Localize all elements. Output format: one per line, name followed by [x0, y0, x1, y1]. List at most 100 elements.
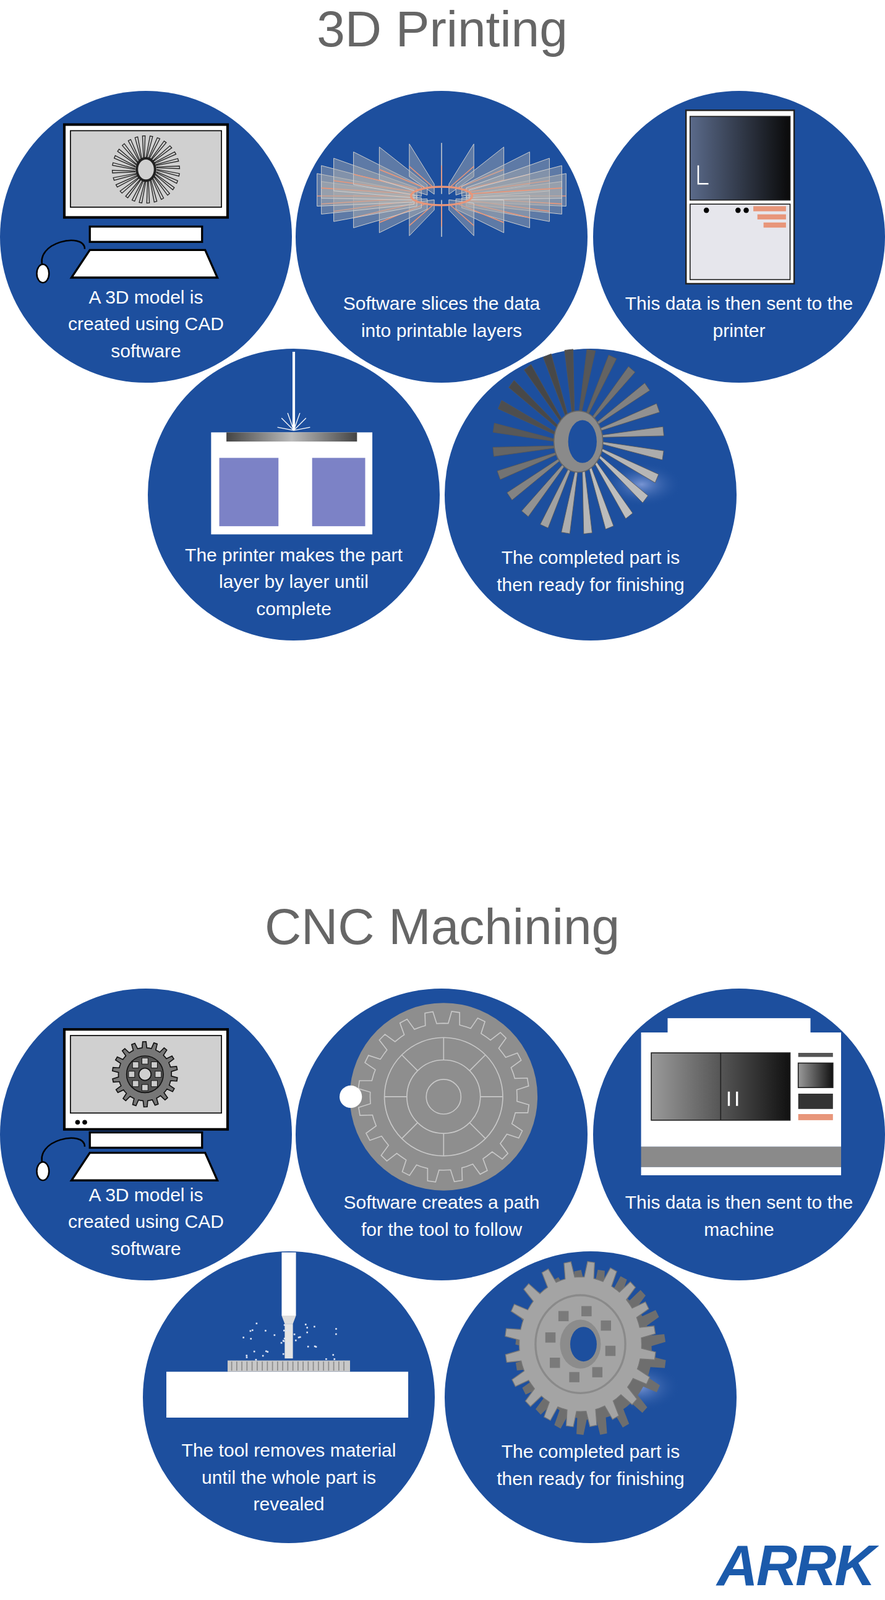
stroke — [151, 1081, 158, 1088]
stroke — [132, 1062, 139, 1069]
stroke — [273, 1334, 276, 1337]
stroke — [282, 1353, 285, 1356]
stroke — [241, 1361, 243, 1372]
computer-icon — [36, 124, 228, 283]
stroke — [598, 403, 660, 432]
step-circle: This data is then sent to the machine — [593, 988, 885, 1281]
stroke — [262, 1355, 265, 1358]
stroke — [242, 1337, 245, 1339]
stroke — [469, 1055, 486, 1072]
stroke — [448, 204, 474, 226]
stroke — [114, 155, 136, 167]
stroke — [384, 1037, 503, 1156]
step-text: Software creates a path for the tool to … — [332, 1189, 551, 1244]
stroke — [236, 1361, 238, 1372]
stroke — [358, 1011, 529, 1183]
stroke — [469, 188, 563, 194]
stroke — [469, 1123, 486, 1140]
stroke — [497, 452, 560, 480]
stroke — [568, 420, 597, 464]
stroke — [265, 1350, 268, 1353]
cnc-machine — [641, 1018, 842, 1176]
stroke — [157, 165, 180, 169]
step-text: This data is then sent to the machine — [624, 1189, 855, 1244]
stroke — [117, 149, 137, 165]
section-heading: CNC Machining — [264, 897, 620, 957]
stroke — [136, 158, 156, 181]
stroke — [126, 1056, 164, 1093]
stroke — [442, 1037, 445, 1061]
stroke — [125, 179, 142, 198]
stroke — [599, 426, 664, 438]
stroke — [280, 1342, 283, 1345]
step-circle: The completed part is then ready for fin… — [444, 1251, 737, 1544]
stroke — [282, 1340, 285, 1343]
step-text: Software slices the data into printable … — [326, 290, 557, 344]
build-chamber — [210, 351, 373, 535]
stroke — [288, 1330, 291, 1333]
stroke — [287, 1361, 289, 1372]
stroke — [155, 174, 175, 190]
stroke — [505, 1262, 656, 1428]
stroke — [277, 1361, 279, 1372]
stroke — [317, 1361, 320, 1372]
step-circle: Software slices the data into printable … — [295, 90, 588, 383]
stroke — [283, 1330, 286, 1333]
stroke — [492, 423, 556, 443]
step-text: A 3D model is created using CAD software — [62, 283, 230, 365]
stroke — [293, 1333, 296, 1336]
stroke — [568, 1372, 580, 1383]
stroke — [122, 143, 138, 163]
stroke — [440, 165, 443, 189]
stroke — [307, 1361, 310, 1372]
stroke — [384, 1096, 407, 1098]
stroke — [314, 1345, 317, 1348]
stroke — [304, 1324, 307, 1326]
stroke — [442, 1133, 445, 1156]
stroke — [343, 1361, 345, 1372]
stroke — [283, 1324, 286, 1327]
step-text: This data is then sent to the printer — [624, 290, 855, 344]
stroke — [112, 1042, 178, 1108]
stroke — [154, 152, 176, 164]
stroke — [558, 1311, 569, 1323]
stroke — [282, 1361, 284, 1372]
step-circle: The completed part is then ready for fin… — [444, 348, 737, 641]
stroke — [266, 1351, 269, 1354]
step-text: A 3D model is created using CAD software — [62, 1181, 230, 1263]
stroke — [570, 1327, 597, 1362]
stroke — [155, 158, 179, 166]
stroke — [299, 1336, 302, 1339]
stroke — [545, 1332, 556, 1344]
stroke — [560, 1320, 602, 1370]
stroke — [325, 1358, 328, 1361]
stroke — [587, 462, 614, 530]
stroke — [152, 178, 164, 200]
stroke — [313, 1326, 316, 1329]
stroke — [307, 1346, 310, 1349]
step-circle: Software creates a path for the tool to … — [295, 988, 588, 1281]
printer-icon — [685, 110, 795, 284]
stroke — [155, 1071, 162, 1078]
stroke — [150, 179, 158, 202]
stroke — [134, 136, 142, 159]
stroke — [261, 1361, 263, 1372]
stroke — [295, 1340, 297, 1343]
stroke — [333, 1358, 336, 1361]
stroke — [256, 1322, 258, 1325]
stroke — [249, 1338, 252, 1341]
sliced-layers — [317, 142, 567, 237]
gear-part — [505, 1262, 681, 1437]
stroke — [601, 1321, 612, 1332]
stroke — [535, 1295, 626, 1394]
stroke — [302, 1361, 304, 1372]
stroke — [251, 1329, 254, 1332]
stroke — [335, 1333, 338, 1336]
stroke — [283, 1338, 286, 1341]
stroke — [256, 1361, 258, 1372]
stroke — [581, 465, 592, 534]
stroke — [287, 1342, 290, 1345]
stroke — [150, 141, 167, 160]
stroke — [554, 411, 603, 473]
step-text: The completed part is then ready for fin… — [491, 544, 691, 599]
